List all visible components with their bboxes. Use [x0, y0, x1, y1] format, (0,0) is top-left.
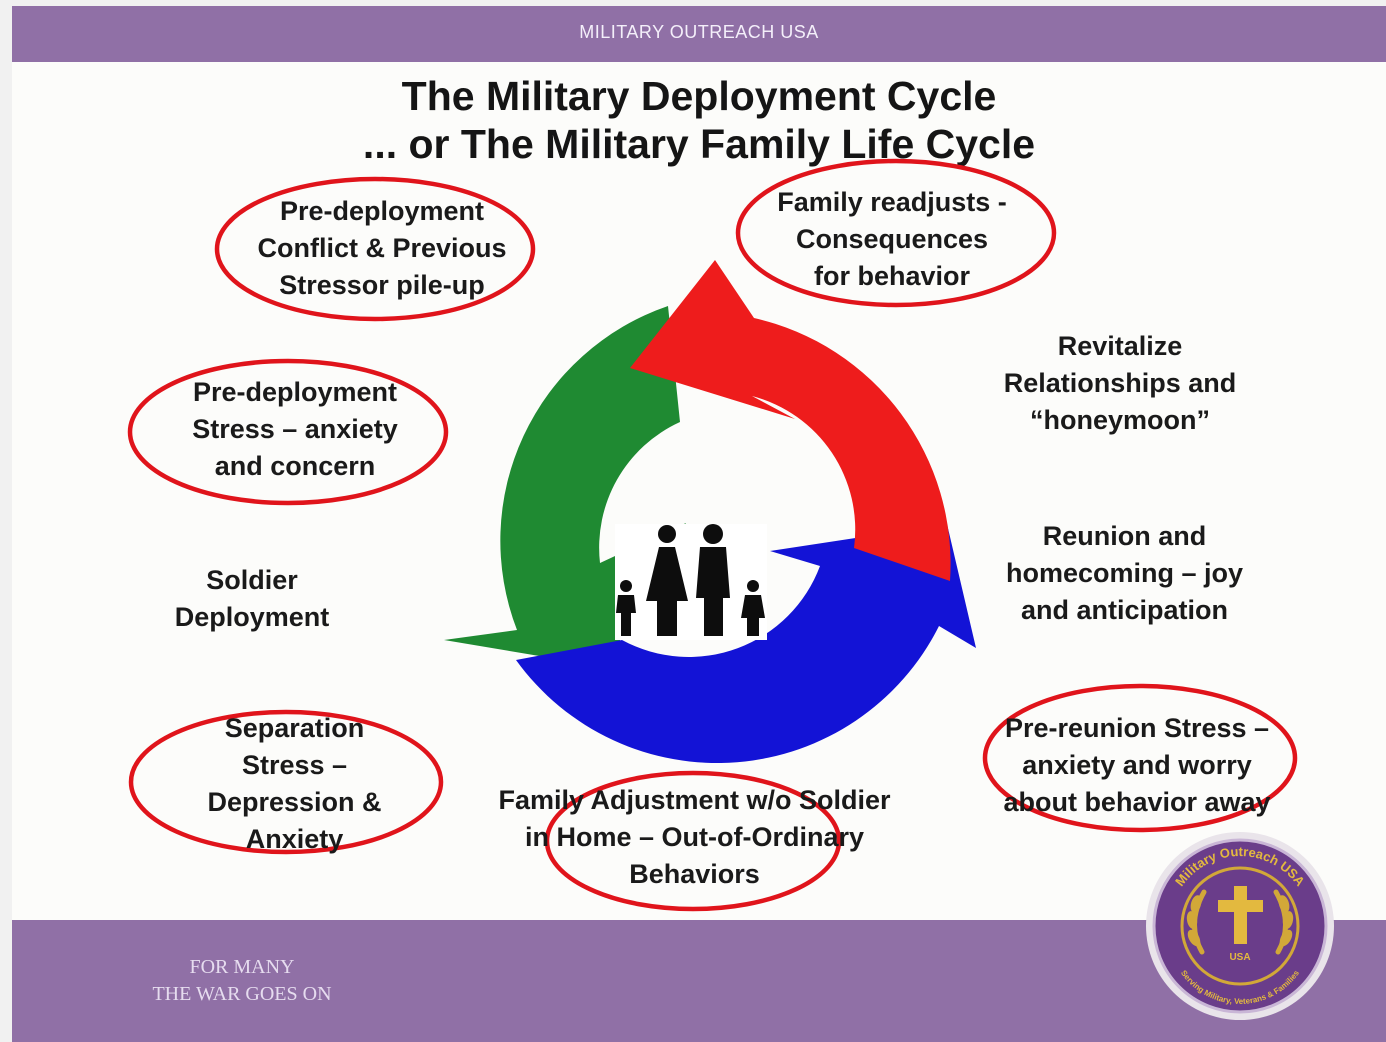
arrow-blue: [516, 524, 976, 764]
label-line: Behaviors: [629, 859, 760, 889]
label-line: homecoming – joy: [1005, 558, 1244, 588]
cycle-diagram: [127, 158, 1298, 912]
header-bar: MILITARY OUTREACH USA: [12, 6, 1386, 62]
label-line: Relationships and: [1003, 368, 1237, 398]
tagline-line: THE WAR GOES ON: [152, 983, 332, 1005]
label-line: Pre-deployment: [279, 196, 485, 226]
highlight-circle-pre-deployment-stress: [127, 358, 449, 506]
highlight-circle-pre-deployment-conflict: [214, 176, 536, 322]
highlight-circle-family-adjustment: [544, 770, 842, 912]
cross-icon: [1218, 886, 1263, 944]
label-line: in Home – Out-of-Ordinary: [524, 822, 865, 852]
label-pre-deployment-conflict: Pre-deployment Conflict & Previous Stres…: [232, 193, 532, 304]
label-line: Anxiety: [245, 824, 344, 854]
label-separation-stress: Separation Stress – Depression & Anxiety: [172, 710, 417, 858]
label-line: Depression &: [207, 787, 382, 817]
label-pre-deployment-stress: Pre-deployment Stress – anxiety and conc…: [160, 374, 430, 485]
slide: MILITARY OUTREACH USA The Military Deplo…: [12, 6, 1386, 1042]
label-line: anxiety and worry: [1022, 750, 1252, 780]
label-soldier-deployment: Soldier Deployment: [152, 562, 352, 636]
label-line: Reunion and: [1042, 521, 1207, 551]
title-line-1: The Military Deployment Cycle: [401, 73, 997, 119]
label-line: Pre-deployment: [192, 377, 398, 407]
label-line: Consequences: [795, 224, 989, 254]
org-name: MILITARY OUTREACH USA: [579, 22, 819, 42]
label-line: Conflict & Previous: [257, 233, 507, 263]
label-family-readjusts: Family readjusts - Consequences for beha…: [752, 184, 1032, 295]
highlight-circle-pre-reunion-stress: [982, 683, 1298, 833]
label-line: for behavior: [813, 261, 971, 291]
label-line: Stressor pile-up: [279, 270, 485, 300]
label-family-adjustment: Family Adjustment w/o Soldier in Home – …: [482, 782, 907, 893]
seal-logo: USA Military Outreach USA Serving Milita…: [1146, 832, 1334, 1020]
label-line: Family readjusts -: [777, 187, 1007, 217]
label-line: Pre-reunion Stress –: [1004, 713, 1270, 743]
label-line: about behavior away: [1003, 787, 1271, 817]
page-title: The Military Deployment Cycle ... or The…: [12, 72, 1386, 168]
label-line: Family Adjustment w/o Soldier: [498, 785, 891, 815]
title-line-2: ... or The Military Family Life Cycle: [362, 121, 1036, 167]
label-line: “honeymoon”: [1030, 405, 1210, 435]
label-line: Deployment: [174, 602, 330, 632]
arrow-red: [630, 260, 951, 581]
label-pre-reunion-stress: Pre-reunion Stress – anxiety and worry a…: [987, 710, 1287, 821]
tagline: FOR MANY THE WAR GOES ON: [132, 954, 352, 1008]
label-revitalize: Revitalize Relationships and “honeymoon”: [980, 328, 1260, 439]
label-line: Revitalize: [1057, 331, 1183, 361]
label-line: Stress –: [241, 750, 348, 780]
label-line: and anticipation: [1020, 595, 1228, 625]
highlight-circle-family-readjusts: [735, 158, 1057, 308]
highlight-circles: [127, 158, 1298, 912]
label-line: and concern: [214, 451, 376, 481]
tagline-line: FOR MANY: [189, 956, 295, 978]
label-line: Soldier: [206, 565, 298, 595]
label-line: Separation: [224, 713, 365, 743]
label-line: Stress – anxiety: [192, 414, 398, 444]
seal-inner-text: USA: [1229, 952, 1250, 963]
label-reunion: Reunion and homecoming – joy and anticip…: [987, 518, 1262, 629]
family-icon: [615, 524, 767, 640]
highlight-circle-separation-stress: [128, 709, 444, 855]
